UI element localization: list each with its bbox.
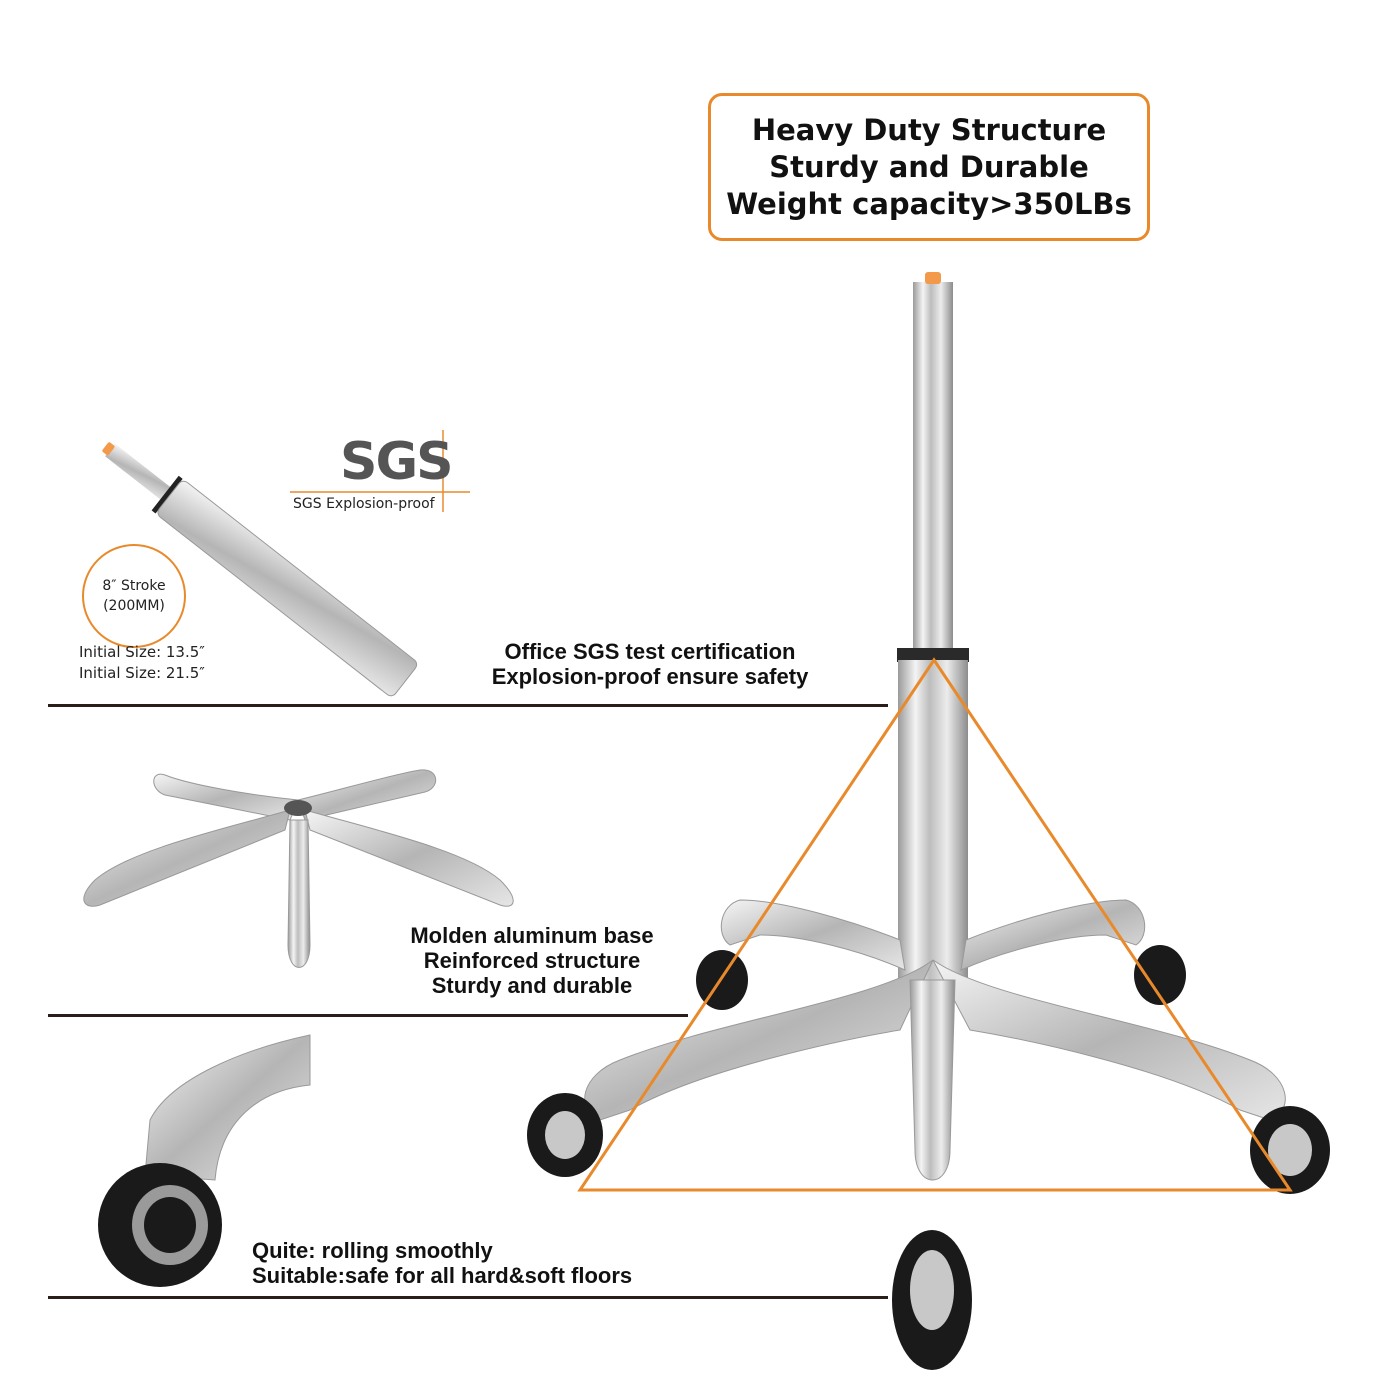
initial-sizes: Initial Size: 13.5″ Initial Size: 21.5″ [79,642,205,684]
headline-box: Heavy Duty Structure Sturdy and Durable … [708,93,1150,241]
sgs-caption: SGS Explosion-proof [293,496,435,512]
feature-line: Sturdy and durable [431,973,633,998]
feature-line: Suitable:safe for all hard&soft floors [252,1263,633,1288]
feature-caption-sgs: Office SGS test certification Explosion-… [450,639,850,689]
sgs-logo: SGS [340,432,454,492]
stroke-badge-line-2: (200MM) [103,598,165,614]
feature-line: Quite: rolling smoothly [252,1238,493,1263]
feature-line: Office SGS test certification [504,639,796,664]
stroke-badge: 8″ Stroke (200MM) [82,544,186,648]
divider-2 [48,1014,688,1017]
feature-caption-base: Molden aluminum base Reinforced structur… [382,923,682,998]
initial-size-1: Initial Size: 13.5″ [79,643,205,661]
divider-1 [48,704,888,707]
feature-line: Reinforced structure [423,948,641,973]
headline-line-2: Sturdy and Durable [769,149,1089,184]
feature-line: Molden aluminum base [410,923,654,948]
feature-line: Explosion-proof ensure safety [491,664,809,689]
feature-caption-casters: Quite: rolling smoothly Suitable:safe fo… [252,1238,732,1288]
headline-line-3: Weight capacity>350LBs [726,186,1132,221]
divider-3 [48,1296,888,1299]
headline-line-1: Heavy Duty Structure [751,112,1107,147]
stroke-badge-line-1: 8″ Stroke [102,578,166,594]
initial-size-2: Initial Size: 21.5″ [79,664,205,682]
